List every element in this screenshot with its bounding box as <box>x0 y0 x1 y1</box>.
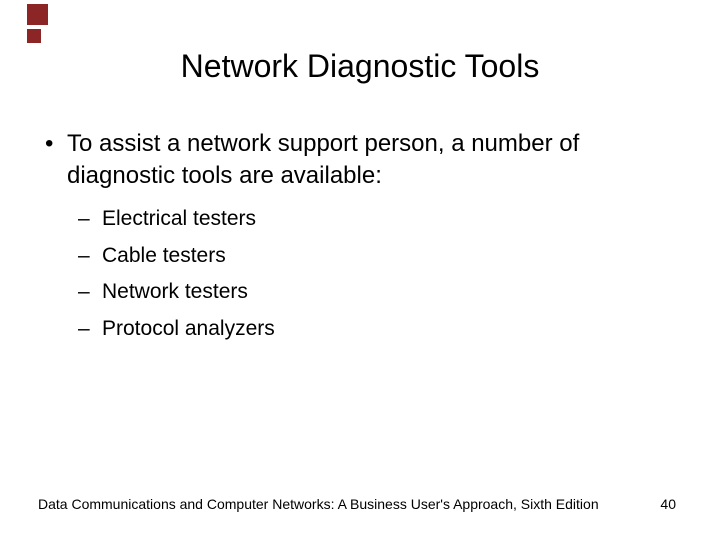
sub-bullet-label: Network testers <box>102 280 248 303</box>
sub-bullet-item: – Protocol analyzers <box>78 311 275 348</box>
dash-marker-icon: – <box>78 280 90 303</box>
sub-bullet-label: Protocol analyzers <box>102 316 275 340</box>
dash-marker-icon: – <box>78 243 90 267</box>
bullet-text: To assist a network support person, a nu… <box>67 128 579 192</box>
bullet-item: • To assist a network support person, a … <box>45 128 579 192</box>
footer-book-title: Data Communications and Computer Network… <box>38 496 599 512</box>
corner-square-small-icon <box>27 29 41 43</box>
bullet-text-line-2: diagnostic tools are available: <box>67 162 382 189</box>
page-number: 40 <box>660 496 676 512</box>
sub-bullet-item: – Cable testers <box>78 238 275 275</box>
bullet-block: • To assist a network support person, a … <box>45 128 579 192</box>
sub-bullet-label: Electrical testers <box>102 207 257 230</box>
corner-square-large-icon <box>27 4 48 25</box>
dash-marker-icon: – <box>78 316 90 340</box>
sub-bullet-item: – Network testers <box>78 274 275 311</box>
sub-bullet-list: – Electrical testers – Cable testers – N… <box>78 201 275 347</box>
sub-bullet-label: Cable testers <box>102 243 226 267</box>
sub-bullet-item: – Electrical testers <box>78 201 275 238</box>
slide-title: Network Diagnostic Tools <box>180 48 540 84</box>
dash-marker-icon: – <box>78 207 90 230</box>
bullet-text-line-1: To assist a network support person, a nu… <box>67 130 580 157</box>
bullet-marker-icon: • <box>45 130 54 157</box>
